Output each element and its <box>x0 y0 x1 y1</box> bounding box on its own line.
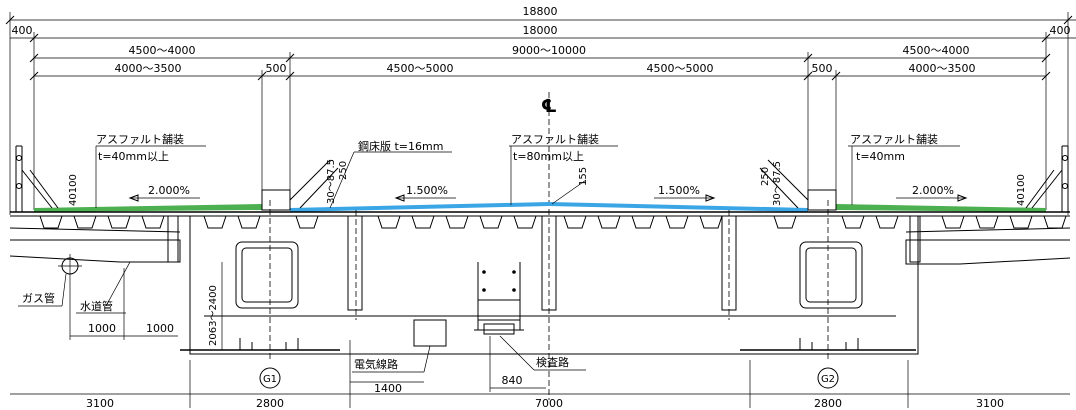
dim-bottom-5: 3100 <box>976 397 1004 410</box>
bottom-dimension-line <box>10 336 1070 408</box>
slope-left-sidewalk: 2.000% <box>148 184 190 197</box>
dim-bottom-2: 2800 <box>256 397 284 410</box>
pavement-center <box>290 202 808 212</box>
pavement-center-label: アスファルト舗装 <box>511 132 599 146</box>
dimension-lines <box>5 12 1076 215</box>
steel-deck-label: 鋼床版 t=16mm <box>358 139 443 153</box>
girder-1-label: G1 <box>263 374 277 385</box>
left-median-barrier <box>261 159 339 211</box>
inspection-walkway-label: 検査路 <box>536 355 569 369</box>
electric-conduit-box <box>413 319 447 347</box>
pavement-right-label: アスファルト舗装 <box>850 132 938 146</box>
girder-depth-label: 2063～2400 <box>208 285 219 346</box>
left-rail <box>15 145 59 212</box>
dim-sidewalk-right: 4500～4000 <box>903 44 970 57</box>
girder-2-label: G2 <box>821 374 835 385</box>
right-median-barrier <box>759 159 837 211</box>
pavement-left-thickness: t=40mm以上 <box>98 150 169 163</box>
dim-lane-right: 4500～5000 <box>647 62 714 75</box>
dim-cable-offset: 1400 <box>374 382 402 395</box>
dim-carriageway: 9000～10000 <box>512 44 586 57</box>
water-pipe <box>105 261 131 340</box>
dim-pipe-offset-1: 1000 <box>88 322 116 335</box>
pavement-right <box>836 204 1046 212</box>
slope-right-lane: 1.500% <box>658 184 700 197</box>
dim-edge-right: 400 <box>1050 24 1071 37</box>
dim-lane-left: 4500～5000 <box>387 62 454 75</box>
dim-walkway-left: 4000～3500 <box>115 62 182 75</box>
dim-walkway-width: 840 <box>502 374 523 387</box>
gas-pipe-label: ガス管 <box>22 291 55 305</box>
slope-arrows <box>128 194 968 202</box>
pavement-center-thickness: t=80mm以上 <box>513 150 584 163</box>
dim-left-barrier-height: 250 <box>338 161 349 180</box>
dim-sidewalk-left: 4500～4000 <box>129 44 196 57</box>
slope-left-lane: 1.500% <box>406 184 448 197</box>
girder-1-marker <box>259 367 281 389</box>
right-rail <box>1025 145 1069 212</box>
box-girder <box>180 200 919 360</box>
slope-right-sidewalk: 2.000% <box>912 184 954 197</box>
cantilever-left <box>9 215 181 263</box>
electric-conduit-label: 電気線路 <box>354 357 398 371</box>
dim-barrier-right: 500 <box>812 62 833 75</box>
dim-crown: 155 <box>578 167 589 186</box>
dim-left-curb: 40100 <box>68 174 79 206</box>
dim-barrier-left: 500 <box>266 62 287 75</box>
steel-deck-plate <box>10 211 1070 229</box>
pavement-right-thickness: t=40mm <box>856 150 905 163</box>
dim-edge-left: 400 <box>12 24 33 37</box>
dim-inner: 18000 <box>523 24 558 37</box>
dim-overall: 18800 <box>523 5 558 18</box>
dim-bottom-4: 2800 <box>814 397 842 410</box>
dim-walkway-right: 4000～3500 <box>909 62 976 75</box>
dim-right-curb: 40100 <box>1016 174 1027 206</box>
dim-pipe-offset-2: 1000 <box>146 322 174 335</box>
dim-bottom-3: 7000 <box>535 397 563 410</box>
pavement-left-label: アスファルト舗装 <box>96 132 184 146</box>
water-pipe-label: 水道管 <box>80 299 113 313</box>
pavement-left <box>34 204 262 212</box>
gas-pipe <box>58 254 82 340</box>
dim-right-barrier-height: 250 <box>760 167 771 186</box>
girder-2-marker <box>817 367 839 389</box>
dim-bottom-1: 3100 <box>86 397 114 410</box>
dim-left-barrier-top: 30～87.5 <box>326 159 337 204</box>
inspection-walkway <box>474 262 524 335</box>
centerline-symbol: ℄ <box>541 96 557 117</box>
dim-right-barrier-top: 30～87.5 <box>772 161 783 206</box>
cantilever-right <box>905 215 1071 265</box>
